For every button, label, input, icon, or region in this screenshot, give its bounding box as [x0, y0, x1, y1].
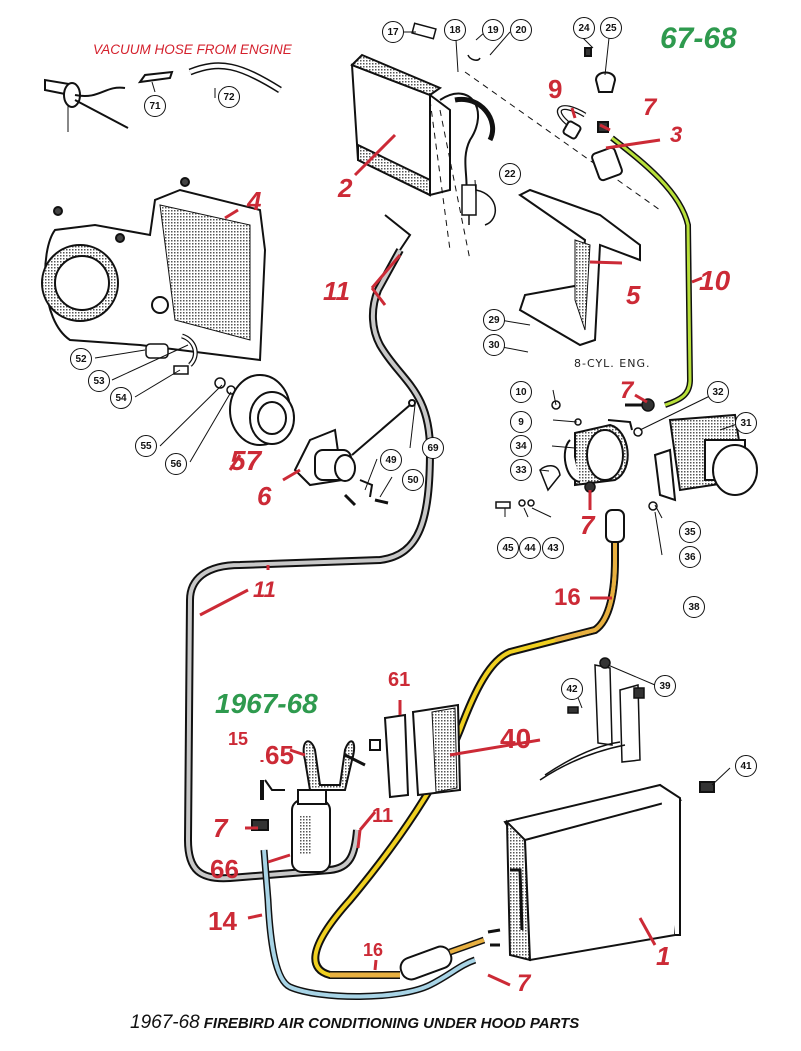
receiver-strap: [302, 740, 366, 791]
callout-17: 17: [382, 21, 404, 43]
callout-22: 22: [499, 163, 521, 185]
part-label-14: 14: [208, 906, 237, 936]
part-label-11-receiver: 11: [372, 805, 394, 827]
engine-note: 8-CYL. ENG.: [574, 357, 651, 370]
blower-motor: [293, 399, 416, 507]
vacuum-hose-assembly: [44, 62, 282, 132]
compressor-hardware: [495, 398, 658, 511]
red-leader-lines: [199, 107, 703, 987]
assembly-lines: [429, 71, 661, 261]
blower-hardware: [145, 333, 236, 395]
callout-18: 18: [444, 19, 466, 41]
part-label-11-middle: 11: [253, 577, 276, 602]
part-label-61: 61: [388, 669, 411, 691]
part-label-7-compressor-top: 7: [620, 377, 634, 404]
part-label-7-condenser: 7: [517, 970, 531, 997]
callout-55: 55: [135, 435, 157, 457]
part-label-9: 9: [548, 74, 563, 104]
blower-housing: [41, 177, 267, 362]
vacuum-hose-note: VACUUM HOSE FROM ENGINE: [93, 42, 292, 57]
condenser-bracket: [539, 657, 645, 781]
callout-72: 72: [218, 86, 240, 108]
callout-71: 71: [144, 95, 166, 117]
part-label-66: 66: [210, 854, 239, 884]
blower-wheel: [229, 374, 295, 446]
callout-31: 31: [735, 412, 757, 434]
callout-39: 39: [654, 675, 676, 697]
compressor-clutch: [653, 413, 758, 502]
part-label-11-upper: 11: [323, 276, 350, 306]
compressor: [563, 403, 650, 487]
valve-3-and-hose-9: [556, 47, 623, 182]
part-label-3: 3: [670, 122, 683, 147]
part-label-5: 5: [626, 280, 641, 310]
part-label-57: 57: [230, 445, 262, 476]
caption-year: 1967-68: [130, 1012, 200, 1033]
condenser: [487, 781, 715, 962]
part-label-16-lower: 16: [363, 940, 384, 960]
part-label-15: 15: [228, 729, 249, 749]
receiver-drier: [251, 779, 331, 873]
callout-29: 29: [483, 309, 505, 331]
callout-19: 19: [482, 19, 504, 41]
callout-33: 33: [510, 459, 532, 481]
compressor-bracket: [518, 188, 641, 347]
callout-35: 35: [679, 521, 701, 543]
part-label-6: 6: [257, 481, 272, 511]
callout-20: 20: [510, 19, 532, 41]
callout-25: 25: [600, 17, 622, 39]
callout-38: 38: [683, 596, 705, 618]
callout-36: 36: [679, 546, 701, 568]
part-label-7-receiver: 7: [213, 813, 228, 843]
receiver-bracket: [369, 703, 462, 799]
part-label-4: 4: [247, 186, 262, 216]
part-label-10: 10: [699, 265, 731, 296]
callout-45: 45: [497, 537, 519, 559]
expansion-valve-assembly: [411, 22, 497, 226]
callout-56: 56: [165, 453, 187, 475]
year-badge-top: 67-68: [660, 22, 737, 55]
callout-44: 44: [519, 537, 541, 559]
callout-54: 54: [110, 387, 132, 409]
caption-title: FIREBIRD AIR CONDITIONING UNDER HOOD PAR…: [203, 1015, 580, 1032]
part-label-1: 1: [656, 941, 671, 971]
callout-30: 30: [483, 334, 505, 356]
leader-lines: [94, 31, 741, 786]
part-label-7-top: 7: [643, 94, 657, 121]
part-label-16-upper: 16: [554, 584, 581, 611]
callout-69: 69: [422, 437, 444, 459]
callout-34: 34: [510, 435, 532, 457]
muffler: [399, 945, 453, 981]
callout-42: 42: [561, 678, 583, 700]
part-label-65: 65: [265, 740, 294, 770]
callout-52: 52: [70, 348, 92, 370]
year-badge-receiver: 1967-68: [215, 688, 318, 719]
callout-24: 24: [573, 17, 595, 39]
callout-41: 41: [735, 755, 757, 777]
callout-49: 49: [380, 449, 402, 471]
part-label-40: 40: [500, 723, 532, 754]
part-label-2: 2: [338, 173, 353, 203]
callout-32: 32: [707, 381, 729, 403]
callout-10: 10: [510, 381, 532, 403]
callout-50: 50: [402, 469, 424, 491]
callout-9: 9: [510, 411, 532, 433]
callout-43: 43: [542, 537, 564, 559]
part-label-7-compressor-bottom: 7: [580, 510, 595, 540]
evaporator-core: [350, 53, 495, 197]
callout-53: 53: [88, 370, 110, 392]
